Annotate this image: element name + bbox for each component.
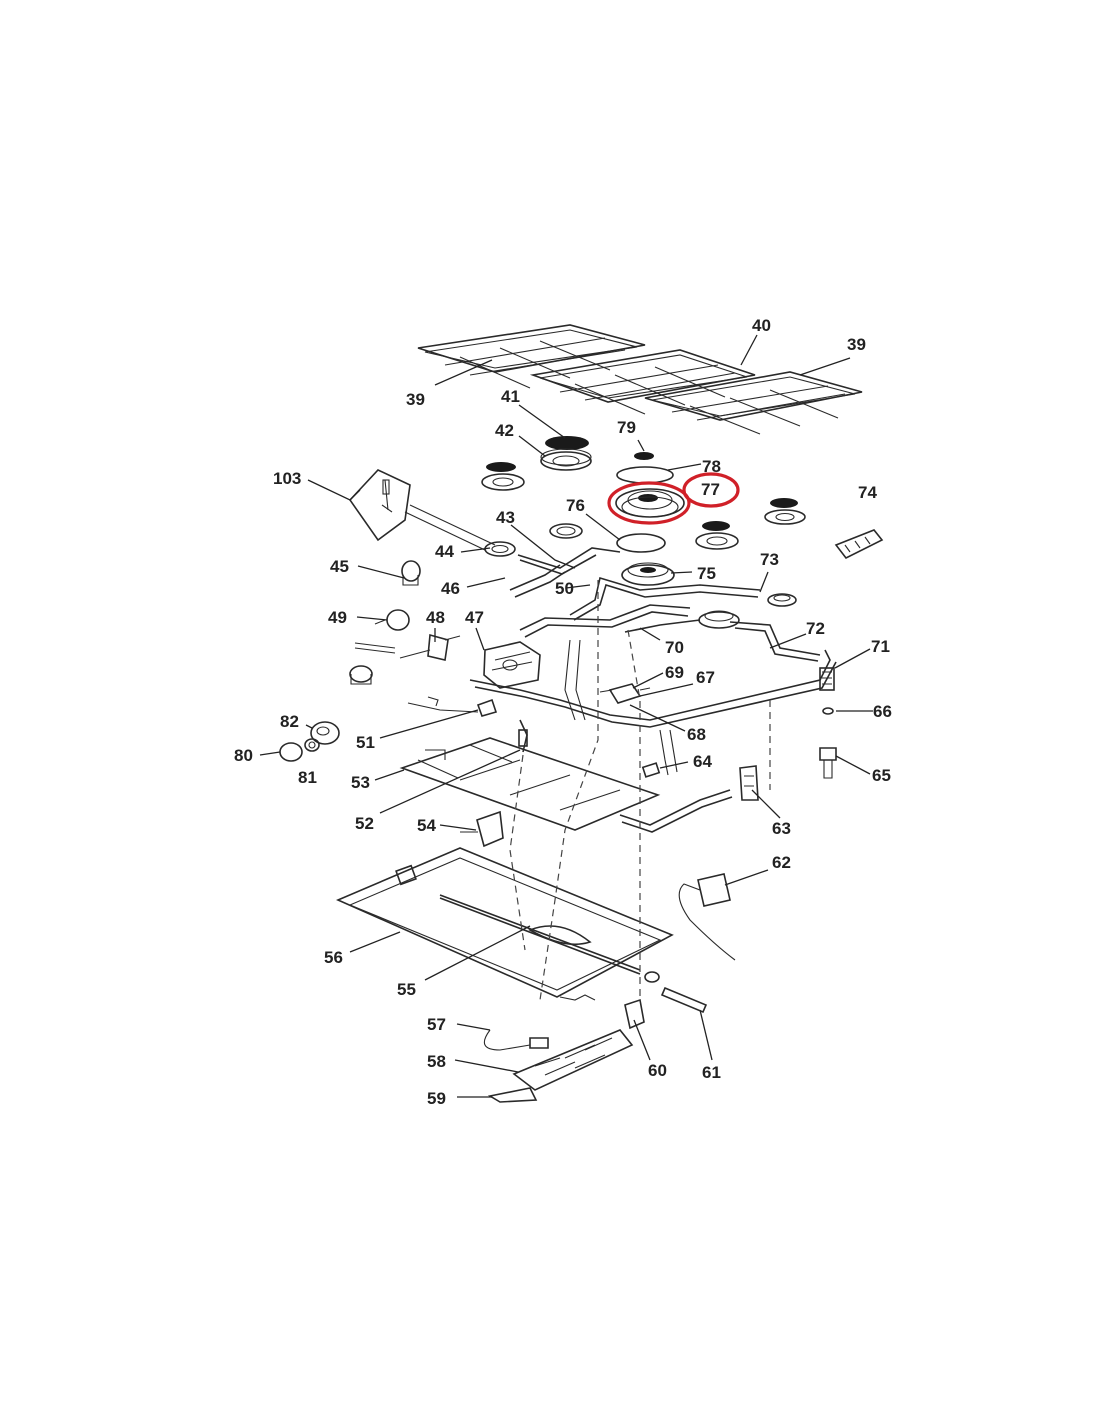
label-68: 68	[687, 725, 706, 744]
label-73: 73	[760, 550, 779, 569]
knob-front	[349, 665, 373, 685]
label-51: 51	[356, 733, 375, 752]
assembly-lines	[509, 580, 771, 1001]
highlight-part-77	[607, 472, 740, 525]
seal-66	[822, 707, 834, 715]
fitting-69-67	[599, 683, 651, 704]
knob-80	[279, 742, 303, 762]
thermostat-bulb-55	[439, 894, 641, 975]
pan-support-left	[417, 324, 646, 389]
burner-73	[767, 593, 797, 607]
bracket-63	[739, 765, 759, 801]
label-55: 55	[397, 980, 416, 999]
seal-76	[616, 533, 666, 553]
label-39-right: 39	[847, 335, 866, 354]
part-labels: 39 40 39 41 42 79 78 77 103 74 76 43 44 …	[234, 316, 892, 1108]
electrode-detail-103	[348, 469, 496, 551]
valve-block-47	[483, 641, 541, 689]
label-43: 43	[496, 508, 515, 527]
label-74: 74	[858, 483, 877, 502]
bracket-60	[624, 998, 645, 1030]
bracket-54	[460, 810, 504, 848]
label-59: 59	[427, 1089, 446, 1108]
knob-82	[310, 721, 340, 745]
label-77: 77	[701, 480, 720, 499]
label-79: 79	[617, 418, 636, 437]
label-66: 66	[873, 702, 892, 721]
label-70: 70	[665, 638, 684, 657]
clip-51	[407, 696, 498, 717]
burner-head-42	[540, 448, 592, 471]
label-48: 48	[426, 608, 445, 627]
fitting-71	[819, 667, 835, 691]
oven-burner-tip-59	[487, 1087, 538, 1103]
injector-43	[549, 523, 583, 539]
label-44: 44	[435, 542, 454, 561]
label-54: 54	[417, 816, 436, 835]
label-69: 69	[665, 663, 684, 682]
burner-cap-79	[634, 452, 654, 460]
leader-lines	[259, 334, 873, 1098]
knob-45	[401, 560, 421, 586]
burner-cap-41	[545, 436, 589, 450]
clamp	[395, 864, 417, 886]
label-46: 46	[441, 579, 460, 598]
pan-support-right	[644, 371, 863, 435]
burner-left-small	[481, 462, 525, 491]
label-47: 47	[465, 608, 484, 627]
label-61: 61	[702, 1063, 721, 1082]
thermocouple-52	[518, 719, 528, 753]
valve-48	[354, 633, 461, 661]
label-58: 58	[427, 1052, 446, 1071]
label-63: 63	[772, 819, 791, 838]
label-81: 81	[298, 768, 317, 787]
label-75: 75	[697, 564, 716, 583]
label-62: 62	[772, 853, 791, 872]
burner-right-front	[695, 521, 739, 550]
label-103: 103	[273, 469, 301, 488]
label-65: 65	[872, 766, 891, 785]
nut-65	[819, 747, 837, 779]
label-52: 52	[355, 814, 374, 833]
heat-shield-53	[399, 737, 661, 831]
label-53: 53	[351, 773, 370, 792]
burner-70	[698, 610, 740, 629]
label-78: 78	[702, 457, 721, 476]
burner-ring-78	[616, 466, 674, 484]
oven-burner-58	[512, 1029, 634, 1091]
label-67: 67	[696, 668, 715, 687]
label-45: 45	[330, 557, 349, 576]
label-72: 72	[806, 619, 825, 638]
label-80: 80	[234, 746, 253, 765]
label-40: 40	[752, 316, 771, 335]
spring-81	[304, 738, 320, 752]
label-60: 60	[648, 1061, 667, 1080]
label-57: 57	[427, 1015, 446, 1034]
label-71: 71	[871, 637, 890, 656]
label-39-left: 39	[406, 390, 425, 409]
label-56: 56	[324, 948, 343, 967]
label-42: 42	[495, 421, 514, 440]
label-76: 76	[566, 496, 585, 515]
cable-57	[483, 1029, 549, 1051]
oven-bottom-56	[335, 847, 674, 1001]
burner-44	[484, 541, 516, 557]
pan-support-middle	[529, 349, 756, 415]
label-49: 49	[328, 608, 347, 627]
clip-74	[834, 529, 884, 560]
thermostat-49	[374, 609, 410, 631]
igniter-62	[678, 873, 736, 961]
connector-64	[641, 762, 661, 778]
handle-61	[644, 971, 708, 1014]
gas-pipes	[469, 547, 837, 833]
burner-right-rear	[764, 498, 806, 525]
label-50: 50	[555, 579, 574, 598]
label-82: 82	[280, 712, 299, 731]
burner-75	[621, 562, 675, 586]
label-41: 41	[501, 387, 520, 406]
burner-wok-77	[615, 488, 685, 518]
label-64: 64	[693, 752, 712, 771]
